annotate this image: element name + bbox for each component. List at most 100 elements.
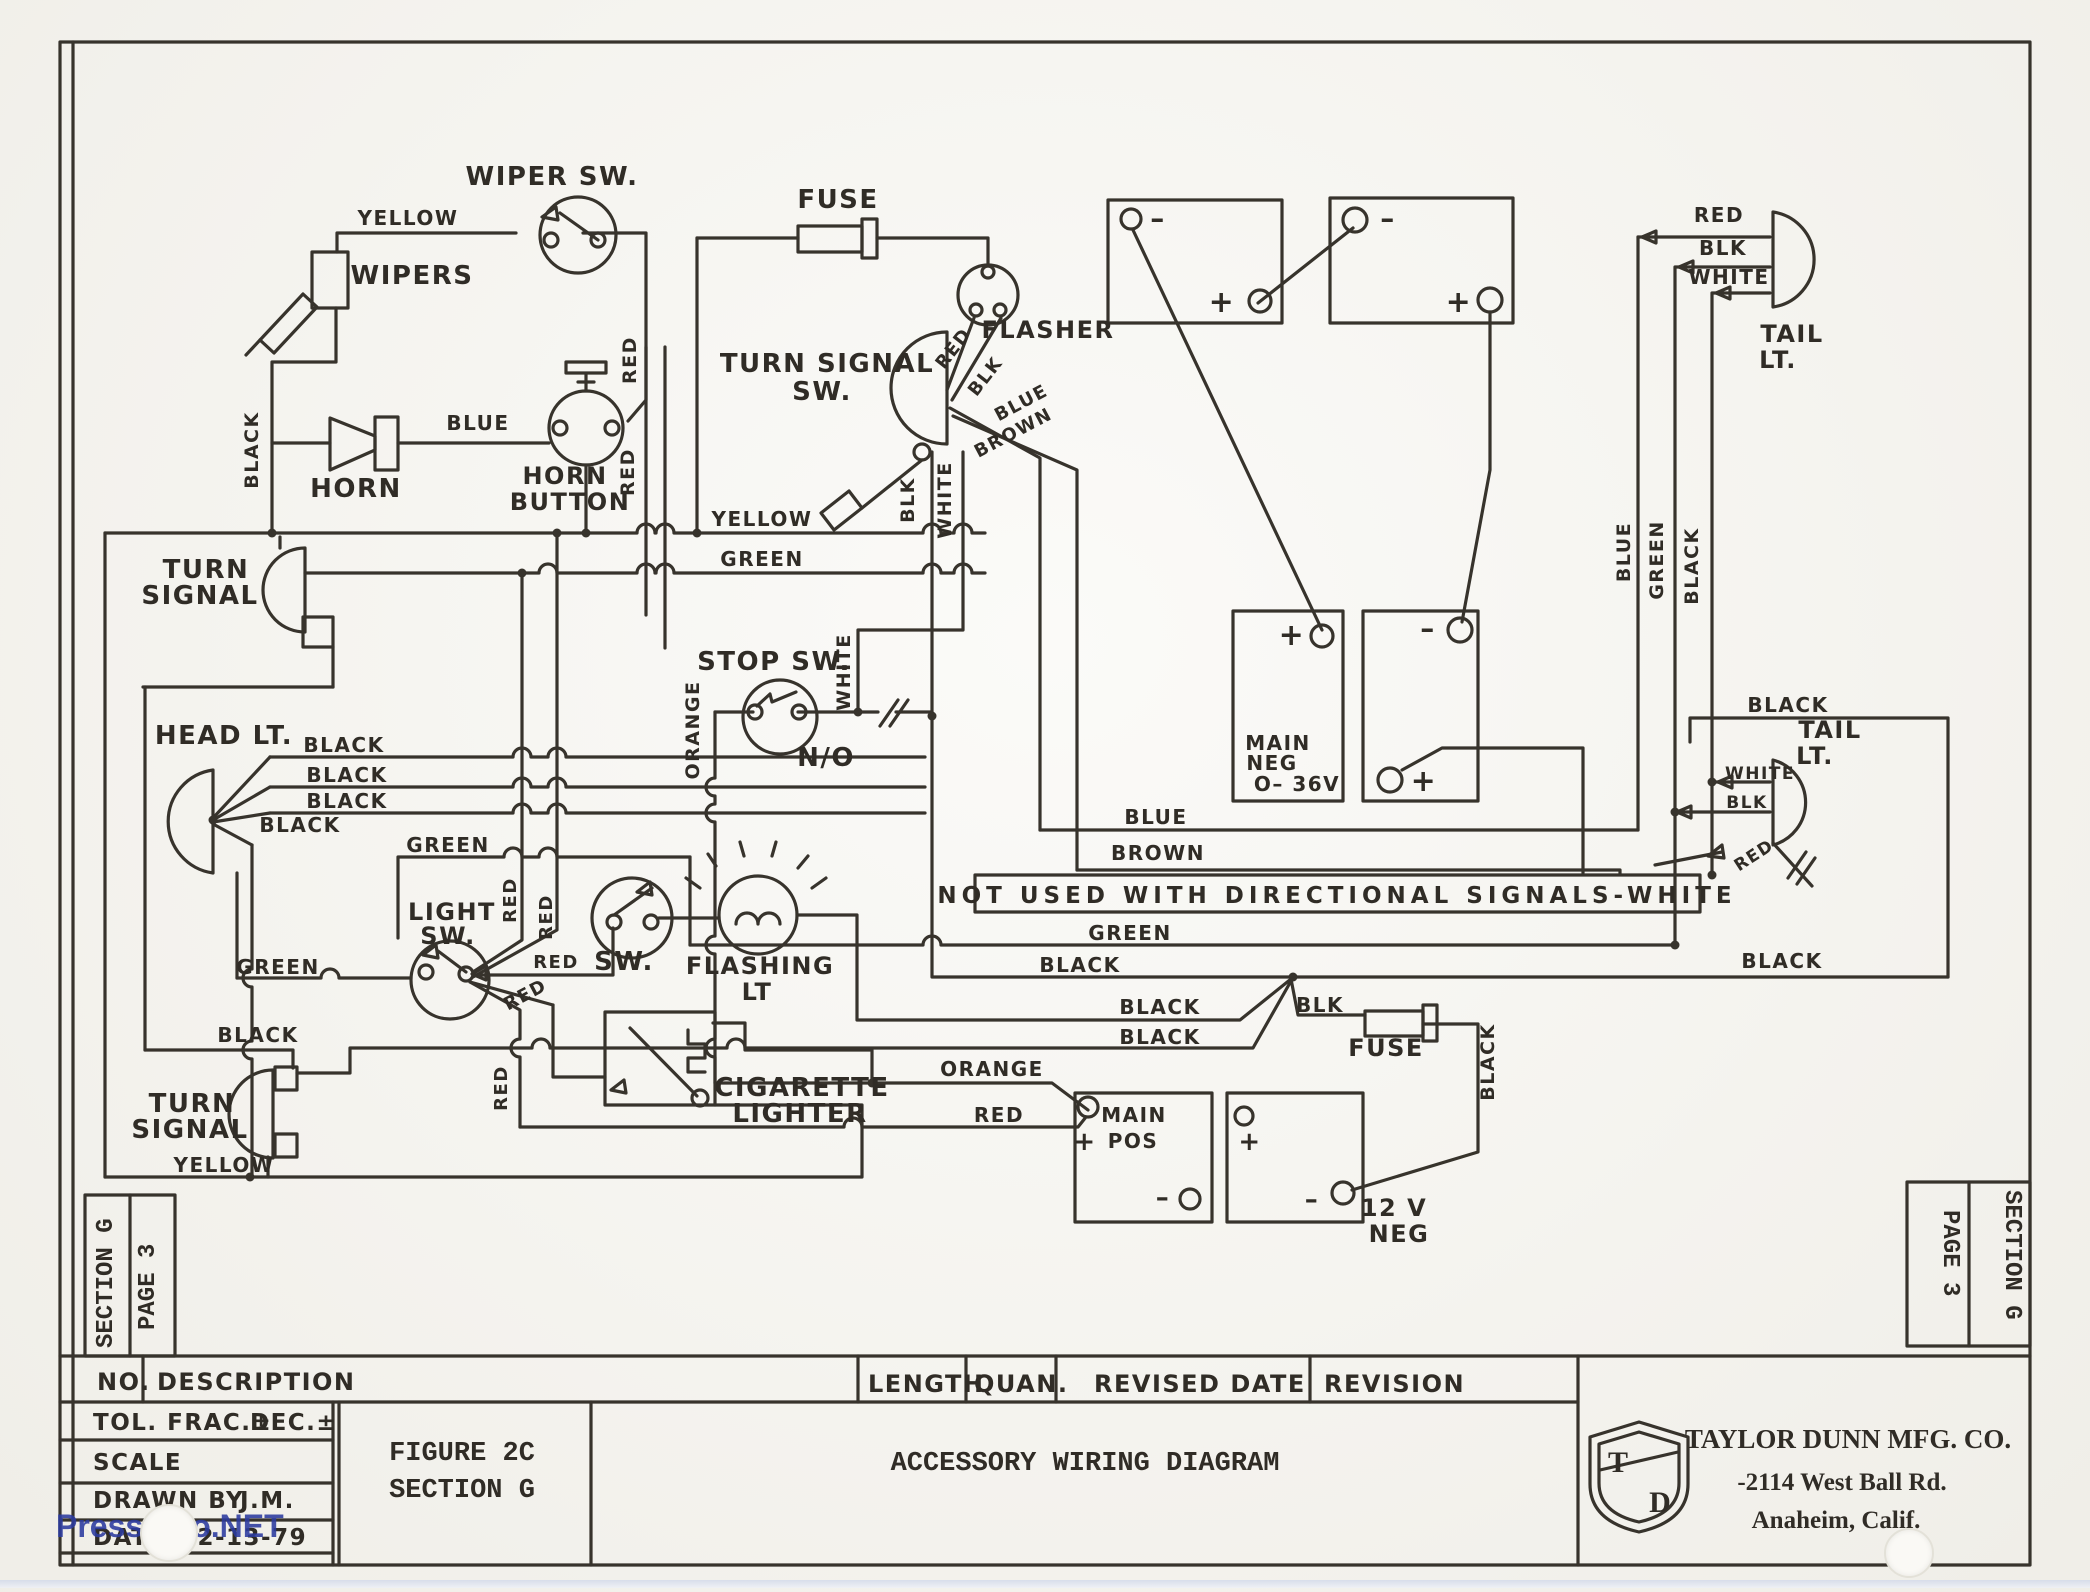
diagram-label: FIGURE 2C	[389, 1439, 535, 1469]
black-h1-wire	[268, 746, 927, 759]
horn-cone	[328, 416, 377, 472]
diagram-label: BLK	[964, 353, 1007, 400]
arrow-red-pigtail1	[1640, 229, 1658, 245]
diagram-label: WHITE	[1688, 265, 1769, 289]
cigarette-lighter-rod	[628, 1026, 699, 1098]
junction-dot	[267, 528, 277, 538]
diagram-label: SECTION G	[389, 1476, 535, 1506]
arrow-red-pigtail2	[1706, 843, 1726, 860]
flasher-blk-wire	[950, 316, 1003, 402]
battery-diag-wire-2	[1256, 226, 1355, 305]
midright-box	[1361, 609, 1480, 803]
stop-switch-terminal-l	[746, 703, 764, 721]
headlamp-fan-wire-3	[211, 811, 272, 824]
black-h3-wire	[268, 802, 927, 815]
wipers-left-wire	[270, 306, 338, 535]
diagram-label: LIGHT	[408, 898, 496, 926]
diagram-label: RED	[536, 894, 557, 940]
diagram-label: BLACK	[1039, 953, 1120, 977]
diagram-label: J.M.	[238, 1488, 295, 1514]
diagram-label: FLASHING	[686, 952, 834, 980]
diagram-label: +	[1238, 1127, 1261, 1157]
lightsw-up-wire-2	[471, 531, 559, 979]
white-band-box	[973, 873, 1702, 914]
diagram-label: –	[1150, 202, 1166, 235]
diagram-label: WIPER SW.	[466, 162, 639, 192]
diagram-label: TURN SIGNAL	[720, 349, 934, 379]
junction-dot	[853, 707, 863, 717]
horn-button-terminal-l	[551, 419, 569, 437]
diagram-label: N/O	[797, 743, 855, 773]
hole-punch-artifact-right	[1884, 1528, 1934, 1578]
diagram-label: 12-13-79	[180, 1525, 307, 1551]
diagram-label: FUSE	[1348, 1034, 1424, 1062]
ts-bottom-feed-wire	[143, 1048, 295, 1070]
midright-terminal-neg	[1446, 616, 1474, 644]
fan-lighter-wire	[468, 980, 555, 1007]
flashing-light-body	[717, 874, 799, 956]
diagram-label: D	[1649, 1486, 1671, 1519]
diagram-label: BLACK	[1747, 693, 1828, 717]
diagram-label: BLUE	[1124, 805, 1187, 829]
turnsignal-top-lamp	[261, 546, 307, 634]
horn-button-cap	[564, 360, 608, 375]
cigarette-lighter-comb	[686, 1028, 707, 1074]
diagram-label: BLACK	[1741, 949, 1822, 973]
diagram-label: RED	[1731, 836, 1778, 876]
flasher-red-wire	[945, 316, 976, 392]
diagram-label: HORN	[522, 462, 607, 490]
diagram-label: TAYLOR DUNN MFG. CO.	[1685, 1424, 2011, 1454]
diagram-label: BLACK	[1119, 1025, 1200, 1049]
diagram-label: FLASHER	[981, 316, 1114, 344]
diagram-label: BLK	[1699, 236, 1747, 260]
junction-dot	[867, 1078, 877, 1088]
green-vert-wire	[1673, 265, 1772, 947]
diagram-label: SIGNAL	[141, 581, 258, 611]
junction-dot	[1707, 870, 1717, 880]
diagram-label: RED	[533, 952, 579, 973]
turnsignal-bottom-lamp	[227, 1068, 275, 1160]
diagram-label: WHITE	[833, 633, 855, 710]
diagram-label: DEC.±	[250, 1410, 337, 1436]
diagram-label: BLK	[1726, 793, 1767, 813]
diagram-label: RED	[500, 877, 521, 923]
horn-body	[373, 415, 400, 472]
diagram-label: BLACK	[259, 813, 340, 837]
diagram-label: LIGHTER	[732, 1099, 867, 1129]
diagram-label: PAGE 3	[135, 1244, 162, 1330]
junction-dot	[1707, 777, 1717, 787]
tab-right-box	[1905, 1180, 2032, 1348]
diagram-label: +	[1446, 285, 1473, 320]
wiper-switch-terminal-r	[589, 231, 607, 249]
arrow-lightsw-fan	[470, 964, 488, 982]
diagram-label: NOT USED WITH DIRECTIONAL SIGNALS-WHITE	[937, 883, 1736, 909]
blue-diag-wire	[948, 406, 1042, 832]
diagram-label: PAGE 3	[1936, 1210, 1963, 1296]
headlamp-fan-wire-1	[211, 755, 272, 820]
junction-dot	[692, 528, 702, 538]
mainneg-box	[1231, 609, 1345, 803]
arrow-blk-pigtail1	[1677, 259, 1695, 275]
light-switch-terminal-l	[417, 963, 435, 981]
orange-vert-wire	[704, 710, 717, 1085]
fuse1-cap	[860, 217, 879, 260]
battery2-box	[1328, 196, 1515, 325]
diagram-label: ORANGE	[940, 1057, 1044, 1081]
diagram-label: RED	[491, 1065, 512, 1111]
diagram-label: TURN	[163, 555, 250, 585]
headlamp-fan-wire-2	[211, 785, 272, 822]
white-turnsw-wire	[856, 450, 965, 712]
mainneg-terminal-pos	[1309, 623, 1335, 649]
battery1-box	[1106, 198, 1284, 325]
wiper-yellow-wire	[335, 231, 518, 254]
diagram-label: BLACK	[306, 789, 387, 813]
fuse1-body	[796, 224, 864, 254]
fuse2-body	[1363, 1009, 1425, 1038]
black-bus-main-wire	[930, 714, 1950, 979]
diagram-label: BLK	[1296, 993, 1344, 1017]
diagram-label: LENGTH	[868, 1370, 985, 1398]
black-bus2-wire	[795, 913, 1293, 1022]
tail-lamp-top	[1771, 210, 1816, 309]
diagram-label: BLACK	[1119, 995, 1200, 1019]
diagram-label: RED	[619, 336, 641, 384]
